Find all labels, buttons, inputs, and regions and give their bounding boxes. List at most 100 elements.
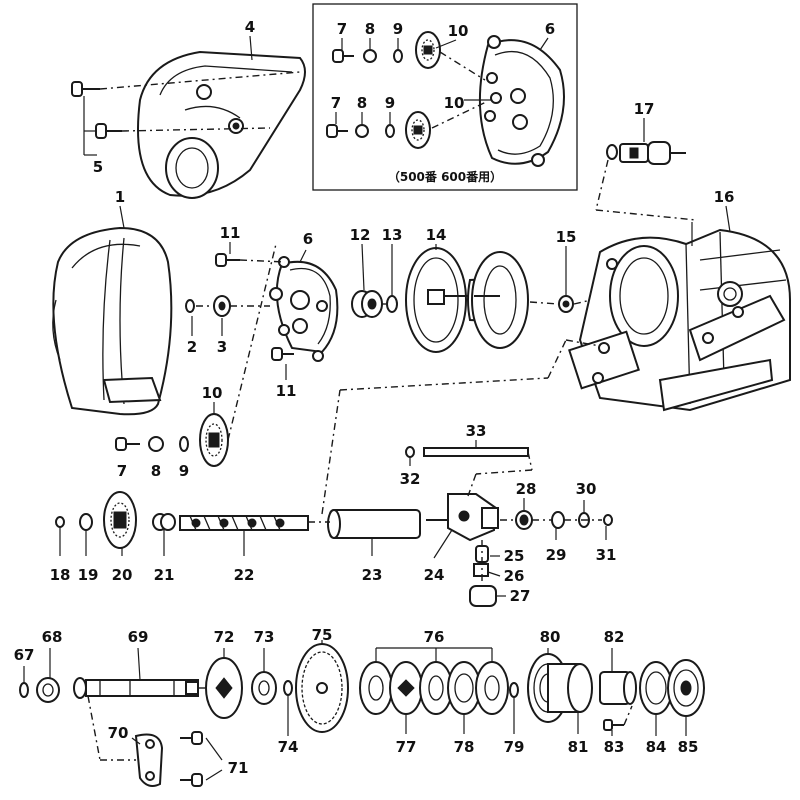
callout-77: 77 (396, 738, 417, 756)
callout-9-inset-lower: 9 (385, 94, 395, 112)
callout-11-upper: 11 (220, 224, 241, 242)
callout-20: 20 (112, 566, 133, 584)
drive-gear-10 (199, 413, 229, 467)
inset-frame (312, 3, 578, 191)
washer-19 (79, 513, 93, 531)
inset-washer-8-upper (363, 49, 377, 63)
bushing-28 (515, 510, 533, 530)
sleeve-81 (547, 663, 593, 713)
screw-83 (603, 719, 624, 731)
side-cover-assembly (71, 35, 306, 199)
callout-6-main: 6 (303, 230, 313, 248)
callout-12: 12 (350, 226, 371, 244)
inset-gear-10-upper (415, 31, 441, 69)
callout-71: 71 (228, 759, 249, 777)
body-cover-1 (52, 205, 173, 416)
callout-10-inset-lower: 10 (444, 94, 465, 112)
washer-74 (283, 680, 293, 696)
callout-7-inset-lower: 7 (331, 94, 341, 112)
callout-17: 17 (634, 100, 655, 118)
washer-8 (148, 436, 164, 452)
callout-70: 70 (108, 724, 129, 742)
callout-10-left: 10 (202, 384, 223, 402)
washer-9 (179, 436, 189, 452)
callout-8-inset-upper: 8 (365, 20, 375, 38)
callout-19: 19 (78, 566, 99, 584)
callout-10-inset-upper: 10 (448, 22, 469, 40)
washer-73 (251, 671, 277, 705)
callout-32: 32 (400, 470, 421, 488)
callout-81: 81 (568, 738, 589, 756)
e-clip-67 (19, 682, 29, 698)
callout-13: 13 (382, 226, 403, 244)
callout-7-left: 7 (117, 462, 127, 480)
inset-washer-8-lower (355, 124, 369, 138)
callout-76: 76 (424, 628, 445, 646)
screw-11-upper (215, 253, 240, 267)
callout-78: 78 (454, 738, 475, 756)
callout-4: 4 (245, 18, 255, 36)
bearing-68 (36, 677, 60, 703)
callout-21: 21 (154, 566, 175, 584)
main-shaft-69 (73, 677, 199, 699)
cap-27 (469, 585, 497, 607)
callout-8-left: 8 (151, 462, 161, 480)
callout-69: 69 (128, 628, 149, 646)
spool-14 (405, 247, 529, 353)
inset-washer-9-lower (385, 124, 395, 138)
callout-14: 14 (426, 226, 447, 244)
tube-23 (327, 509, 421, 539)
callout-79: 79 (504, 738, 525, 756)
callout-31: 31 (596, 546, 617, 564)
side-cover-4 (137, 50, 306, 197)
callout-80: 80 (540, 628, 561, 646)
callout-33: 33 (466, 422, 487, 440)
inset-gear-10-lower (405, 111, 431, 149)
e-clip-18 (55, 516, 65, 528)
guide-bar-33 (423, 447, 529, 457)
inset-screw-7-lower (326, 124, 348, 138)
inset-washer-9-upper (393, 49, 403, 63)
clip-32 (405, 446, 415, 458)
callout-23: 23 (362, 566, 383, 584)
callout-26: 26 (504, 567, 525, 585)
screw-7 (115, 437, 140, 451)
callout-18: 18 (50, 566, 71, 584)
callout-29: 29 (546, 546, 567, 564)
callout-74: 74 (278, 738, 299, 756)
frame-16 (568, 228, 791, 412)
callout-9-left: 9 (179, 462, 189, 480)
callout-15: 15 (556, 228, 577, 246)
callout-82: 82 (604, 628, 625, 646)
callout-3: 3 (217, 338, 227, 356)
plate-70 (134, 733, 164, 787)
callout-25: 25 (504, 547, 525, 565)
washer-29 (551, 511, 565, 529)
main-gear-75 (295, 643, 349, 733)
callout-83: 83 (604, 738, 625, 756)
callout-2: 2 (187, 338, 197, 356)
side-plate-6 (269, 256, 339, 362)
callout-8-inset-lower: 8 (357, 94, 367, 112)
drag-washer-76a (359, 661, 393, 715)
e-clip-2 (185, 299, 195, 313)
drag-plate-77 (389, 661, 423, 715)
callout-27: 27 (510, 587, 531, 605)
callout-28: 28 (516, 480, 537, 498)
inset-note: （500番 600番用） (388, 169, 502, 184)
clicker-17 (606, 141, 686, 165)
callout-11-lower: 11 (276, 382, 297, 400)
callout-9-inset-upper: 9 (393, 20, 403, 38)
star-drag-85 (667, 659, 705, 717)
callout-6-inset: 6 (545, 20, 555, 38)
screw-5-lower (95, 123, 122, 139)
callout-84: 84 (646, 738, 667, 756)
callout-75: 75 (312, 626, 333, 644)
bushing-21 (152, 513, 176, 531)
screws-71 (180, 731, 203, 787)
worm-gear-20 (103, 491, 137, 549)
cap-82 (599, 671, 637, 705)
variant-inset: （500番 600番用） (312, 3, 578, 191)
callout-5: 5 (93, 158, 103, 176)
